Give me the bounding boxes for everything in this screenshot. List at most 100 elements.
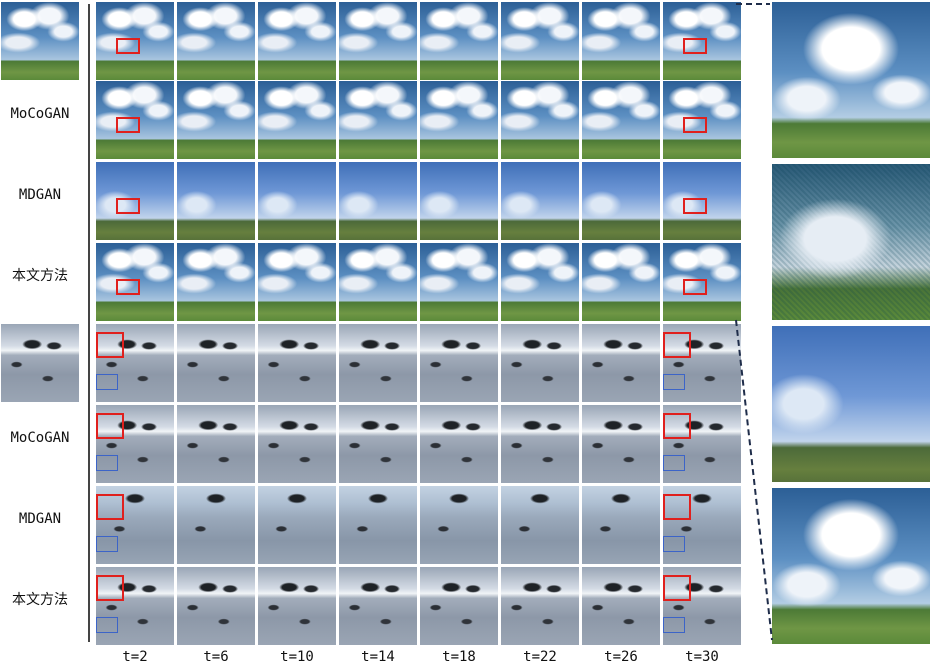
frame-gt-sky	[96, 2, 174, 80]
time-label: t=30	[685, 649, 719, 665]
frame-mocogan-sky	[420, 81, 498, 159]
frame-ours-sea	[258, 567, 336, 645]
frame-mdgan-sea	[96, 486, 174, 564]
frame-gt-sky	[177, 2, 255, 80]
thumb-sky	[1, 2, 79, 80]
highlight-box-red	[96, 413, 124, 439]
time-label: t=10	[280, 649, 314, 665]
frame-gt-sea	[501, 324, 579, 402]
frame-mdgan-sea	[177, 486, 255, 564]
frame-ours-sea	[177, 567, 255, 645]
frame-mocogan-sky	[663, 81, 741, 159]
row-label-mdgan-sea: MDGAN	[18, 511, 62, 527]
frame-gt-sky	[582, 2, 660, 80]
highlight-box-red	[96, 494, 124, 520]
row-label-ours-sky: 本文方法	[12, 268, 68, 284]
highlight-box-red	[663, 332, 691, 358]
frame-gt-sea	[177, 324, 255, 402]
time-label: t=14	[361, 649, 395, 665]
highlight-box-red	[683, 279, 707, 295]
zoom-ours	[772, 488, 930, 644]
highlight-box-blue	[96, 455, 118, 471]
highlight-box-blue	[96, 374, 118, 390]
highlight-box-red	[683, 117, 707, 133]
row-label-mdgan-sky: MDGAN	[18, 187, 62, 203]
frame-gt-sky	[420, 2, 498, 80]
frame-ours-sky	[177, 243, 255, 321]
zoom-ground-truth	[772, 2, 930, 158]
frame-mdgan-sky	[177, 162, 255, 240]
time-label: t=22	[523, 649, 557, 665]
frame-ours-sea	[582, 567, 660, 645]
highlight-box-blue	[663, 536, 685, 552]
time-label: t=26	[604, 649, 638, 665]
frame-mocogan-sea	[501, 405, 579, 483]
frame-gt-sea	[420, 324, 498, 402]
frame-mdgan-sky	[258, 162, 336, 240]
frame-mocogan-sky	[339, 81, 417, 159]
frame-mocogan-sea	[339, 405, 417, 483]
frame-mocogan-sky	[258, 81, 336, 159]
frame-mocogan-sky	[177, 81, 255, 159]
frame-gt-sea	[582, 324, 660, 402]
time-label: t=6	[203, 649, 229, 665]
frame-ours-sky	[96, 243, 174, 321]
highlight-box-blue	[663, 374, 685, 390]
frame-mdgan-sea	[501, 486, 579, 564]
highlight-box-red	[96, 575, 124, 601]
frame-mdgan-sea	[258, 486, 336, 564]
frame-mdgan-sky	[96, 162, 174, 240]
frame-mocogan-sky	[582, 81, 660, 159]
highlight-box-red	[663, 575, 691, 601]
frame-mocogan-sea	[582, 405, 660, 483]
frame-mocogan-sea	[663, 405, 741, 483]
frame-mocogan-sea	[96, 405, 174, 483]
highlight-box-red	[663, 413, 691, 439]
frame-gt-sea	[96, 324, 174, 402]
frame-mocogan-sea	[177, 405, 255, 483]
row-label-ours-sea: 本文方法	[12, 592, 68, 608]
thumb-sea	[1, 324, 79, 402]
frame-ours-sea	[501, 567, 579, 645]
frame-mdgan-sea	[420, 486, 498, 564]
highlight-box-red	[116, 279, 140, 295]
frame-mdgan-sky	[501, 162, 579, 240]
highlight-box-blue	[96, 617, 118, 633]
frame-gt-sea	[339, 324, 417, 402]
frame-mdgan-sky	[339, 162, 417, 240]
highlight-box-red	[116, 198, 140, 214]
frame-mocogan-sea	[420, 405, 498, 483]
frame-ours-sky	[501, 243, 579, 321]
time-label: t=2	[122, 649, 148, 665]
frame-mdgan-sky	[420, 162, 498, 240]
highlight-box-red	[116, 38, 140, 54]
zoom-mdgan	[772, 326, 930, 482]
frame-gt-sky	[339, 2, 417, 80]
frame-ours-sea	[339, 567, 417, 645]
frame-ours-sea	[663, 567, 741, 645]
frame-mdgan-sea	[663, 486, 741, 564]
frame-ours-sky	[339, 243, 417, 321]
highlight-box-red	[683, 38, 707, 54]
frame-gt-sea	[258, 324, 336, 402]
frame-gt-sky	[663, 2, 741, 80]
highlight-box-red	[116, 117, 140, 133]
frame-mocogan-sky	[96, 81, 174, 159]
frame-mdgan-sea	[339, 486, 417, 564]
highlight-box-blue	[663, 455, 685, 471]
frame-ours-sky	[582, 243, 660, 321]
highlight-box-red	[683, 198, 707, 214]
row-label-mocogan-sky: MoCoGAN	[10, 106, 70, 122]
frame-ours-sky	[663, 243, 741, 321]
highlight-box-red	[96, 332, 124, 358]
frame-ours-sky	[258, 243, 336, 321]
frame-mdgan-sky	[582, 162, 660, 240]
frame-mocogan-sky	[501, 81, 579, 159]
zoom-connector-bottom	[735, 319, 773, 641]
frame-ours-sea	[420, 567, 498, 645]
frame-gt-sky	[258, 2, 336, 80]
row-label-mocogan-sea: MoCoGAN	[10, 430, 70, 446]
frame-ours-sea	[96, 567, 174, 645]
frame-mdgan-sky	[663, 162, 741, 240]
